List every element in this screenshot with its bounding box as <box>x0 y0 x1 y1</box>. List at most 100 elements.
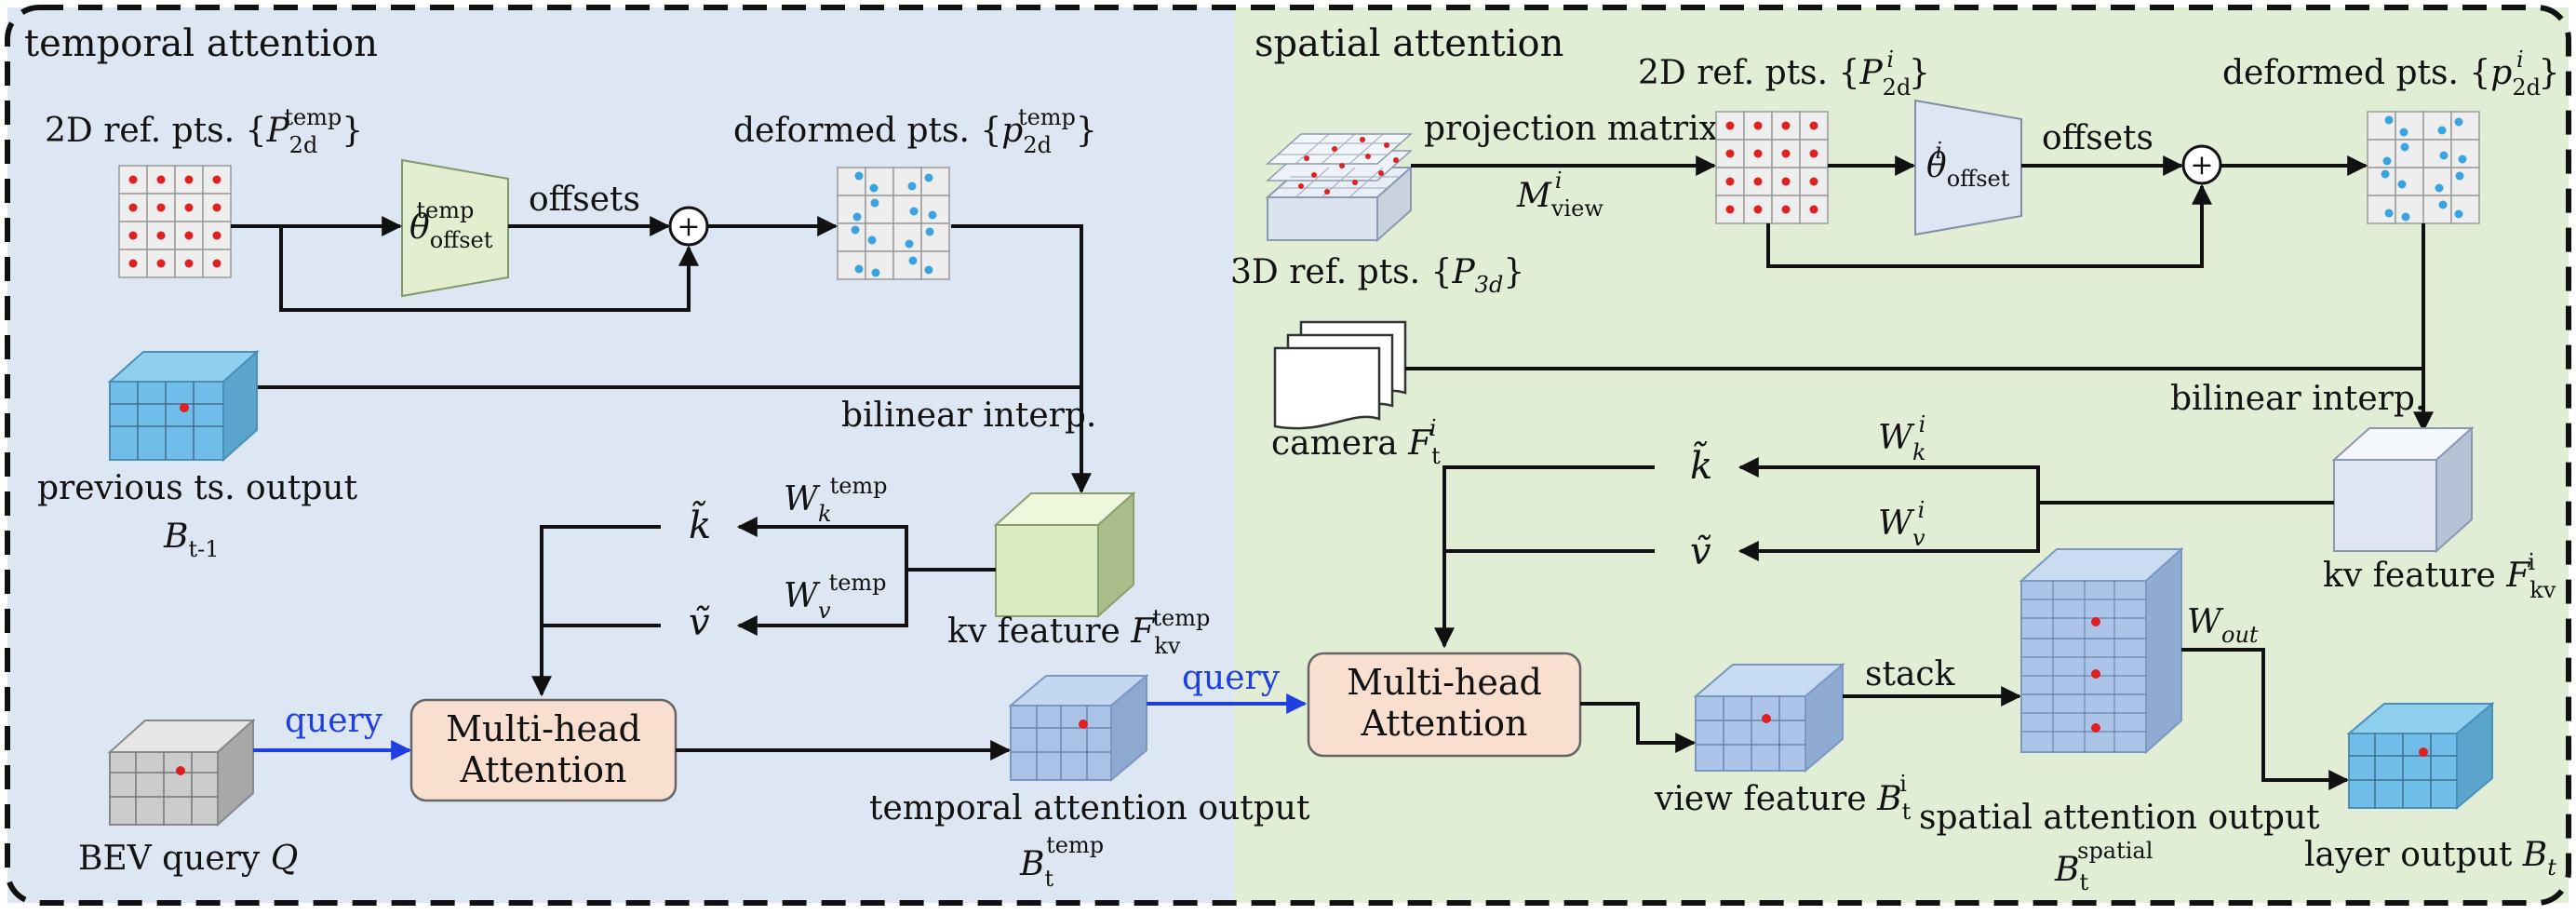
spatial-projection-label: projection matrix <box>1424 110 1718 148</box>
layer-output-cube <box>2346 701 2495 811</box>
reference-point <box>128 259 138 268</box>
w-out-label: Wout <box>2187 603 2259 648</box>
deformed-point <box>852 212 862 222</box>
grid-cell <box>2422 111 2452 141</box>
spatial-wv-label: Wvi <box>1878 497 1925 551</box>
spatial-kv-feature-cube <box>2331 425 2475 554</box>
reference-point <box>184 231 194 240</box>
view-feature-label: view feature Bti <box>1654 771 1912 825</box>
grid-cell <box>920 195 950 224</box>
reference-point <box>1753 205 1763 214</box>
spatial-output-symbol: Btspatial <box>2054 838 2153 895</box>
grid-cell <box>2450 195 2480 224</box>
deformed-point <box>2438 200 2448 209</box>
deformed-point <box>851 225 860 235</box>
temporal-ref-points-grid <box>118 165 232 278</box>
deformed-point <box>2437 126 2447 135</box>
grid-cell <box>865 195 894 224</box>
bev-query-label: BEV query Q <box>78 840 298 878</box>
reference-point <box>1753 149 1763 158</box>
stack-to-layer-output-arrow <box>2181 648 2350 790</box>
deformed-point <box>871 268 880 277</box>
spatial-attention-line1: Multi-head <box>1347 662 1542 703</box>
reference-point <box>128 203 138 212</box>
temporal-output-symbol: Bttemp <box>1019 832 1104 892</box>
reference-point <box>1725 205 1735 214</box>
grid-cell <box>837 250 866 280</box>
spatial-kv-to-k-arrow <box>1737 457 2334 505</box>
spatial-v-symbol: ṽ <box>1690 531 1711 573</box>
grid-cell <box>2367 111 2396 141</box>
temporal-wv-label: Wvtemp <box>784 570 887 624</box>
deformed-point <box>2458 155 2467 164</box>
spatial-section-title: spatial attention <box>1254 22 1563 65</box>
stack-label: stack <box>1865 655 1956 693</box>
layer-output-label: layer output Bt <box>2304 836 2556 881</box>
grid-cell <box>920 250 950 280</box>
deformed-point <box>2384 209 2394 218</box>
grid-cell <box>2367 167 2396 196</box>
reference-point <box>212 259 221 268</box>
spatial-query-label: query <box>1182 659 1281 697</box>
previous-output-cube <box>107 349 260 463</box>
spatial-add-symbol: + <box>2190 149 2213 182</box>
deformed-point <box>854 171 864 181</box>
reference-point <box>1809 149 1818 158</box>
grid-cell <box>2450 167 2480 196</box>
reference-point <box>128 175 138 184</box>
temporal-add-symbol: + <box>677 210 700 243</box>
reference-point <box>156 175 166 184</box>
reference-point <box>184 203 194 212</box>
reference-point <box>1781 177 1791 186</box>
spatial-mview-label: Mviewi <box>1516 168 1603 222</box>
temporal-offset-network <box>401 158 509 298</box>
camera-feature-label: camera Fti <box>1271 415 1441 469</box>
deformed-point <box>2435 183 2444 193</box>
temporal-section-title: temporal attention <box>24 22 378 65</box>
reference-point <box>212 175 221 184</box>
spatial-k-symbol: k̃ <box>1690 441 1712 488</box>
deformed-point <box>2399 128 2408 137</box>
deformed-point <box>2455 171 2464 181</box>
temporal-output-cube <box>1008 673 1149 783</box>
deformed-point <box>870 198 879 208</box>
deformed-point <box>909 207 919 216</box>
temporal-deformed-label: deformed pts. {p2dtemp} <box>733 104 1097 158</box>
temporal-kv-feature-label: kv feature Fkvtemp <box>947 605 1210 659</box>
temporal-query-label: query <box>285 702 383 740</box>
temporal-offsets-label: offsets <box>529 181 640 219</box>
grid-cell <box>892 250 922 280</box>
reference-point <box>156 259 166 268</box>
spatial-attention-line2: Attention <box>1360 703 1527 744</box>
grid-cell <box>920 222 950 252</box>
previous-output-label: previous ts. output <box>37 469 358 507</box>
spatial-deformed-label: deformed pts. {p2di} <box>2222 47 2560 101</box>
spatial-offsets-label: offsets <box>2042 119 2153 157</box>
spatial-ref-points-grid <box>1715 111 1829 224</box>
reference-point <box>1809 121 1818 130</box>
reference-point <box>1725 149 1735 158</box>
spatial-3d-ref-points <box>1265 133 1414 243</box>
spatial-skip-connection <box>1766 183 2212 268</box>
deformed-point <box>2381 169 2390 179</box>
reference-point <box>184 259 194 268</box>
deformed-point <box>2397 180 2407 189</box>
temporal-k-symbol: k̃ <box>689 501 711 547</box>
spatial-kv-feature-label: kv feature Fkvi <box>2323 549 2556 603</box>
deformed-point <box>869 183 879 193</box>
spatial-3d-ref-label: 3D ref. pts. {P3d} <box>1230 253 1524 298</box>
grid-cell <box>892 167 922 196</box>
deformed-point <box>907 182 917 191</box>
temporal-deformed-to-kv-arrow <box>951 224 1092 494</box>
camera-features <box>1273 320 1407 430</box>
temporal-kv-to-k-arrow <box>736 517 996 572</box>
reference-point <box>156 231 166 240</box>
deformed-point <box>854 264 864 274</box>
grid-cell <box>2395 195 2424 224</box>
spatial-offset-network <box>1914 99 2022 236</box>
grid-cell <box>837 195 866 224</box>
spatial-kv-to-v-arrow <box>1737 503 2040 561</box>
deformed-point <box>924 173 933 182</box>
